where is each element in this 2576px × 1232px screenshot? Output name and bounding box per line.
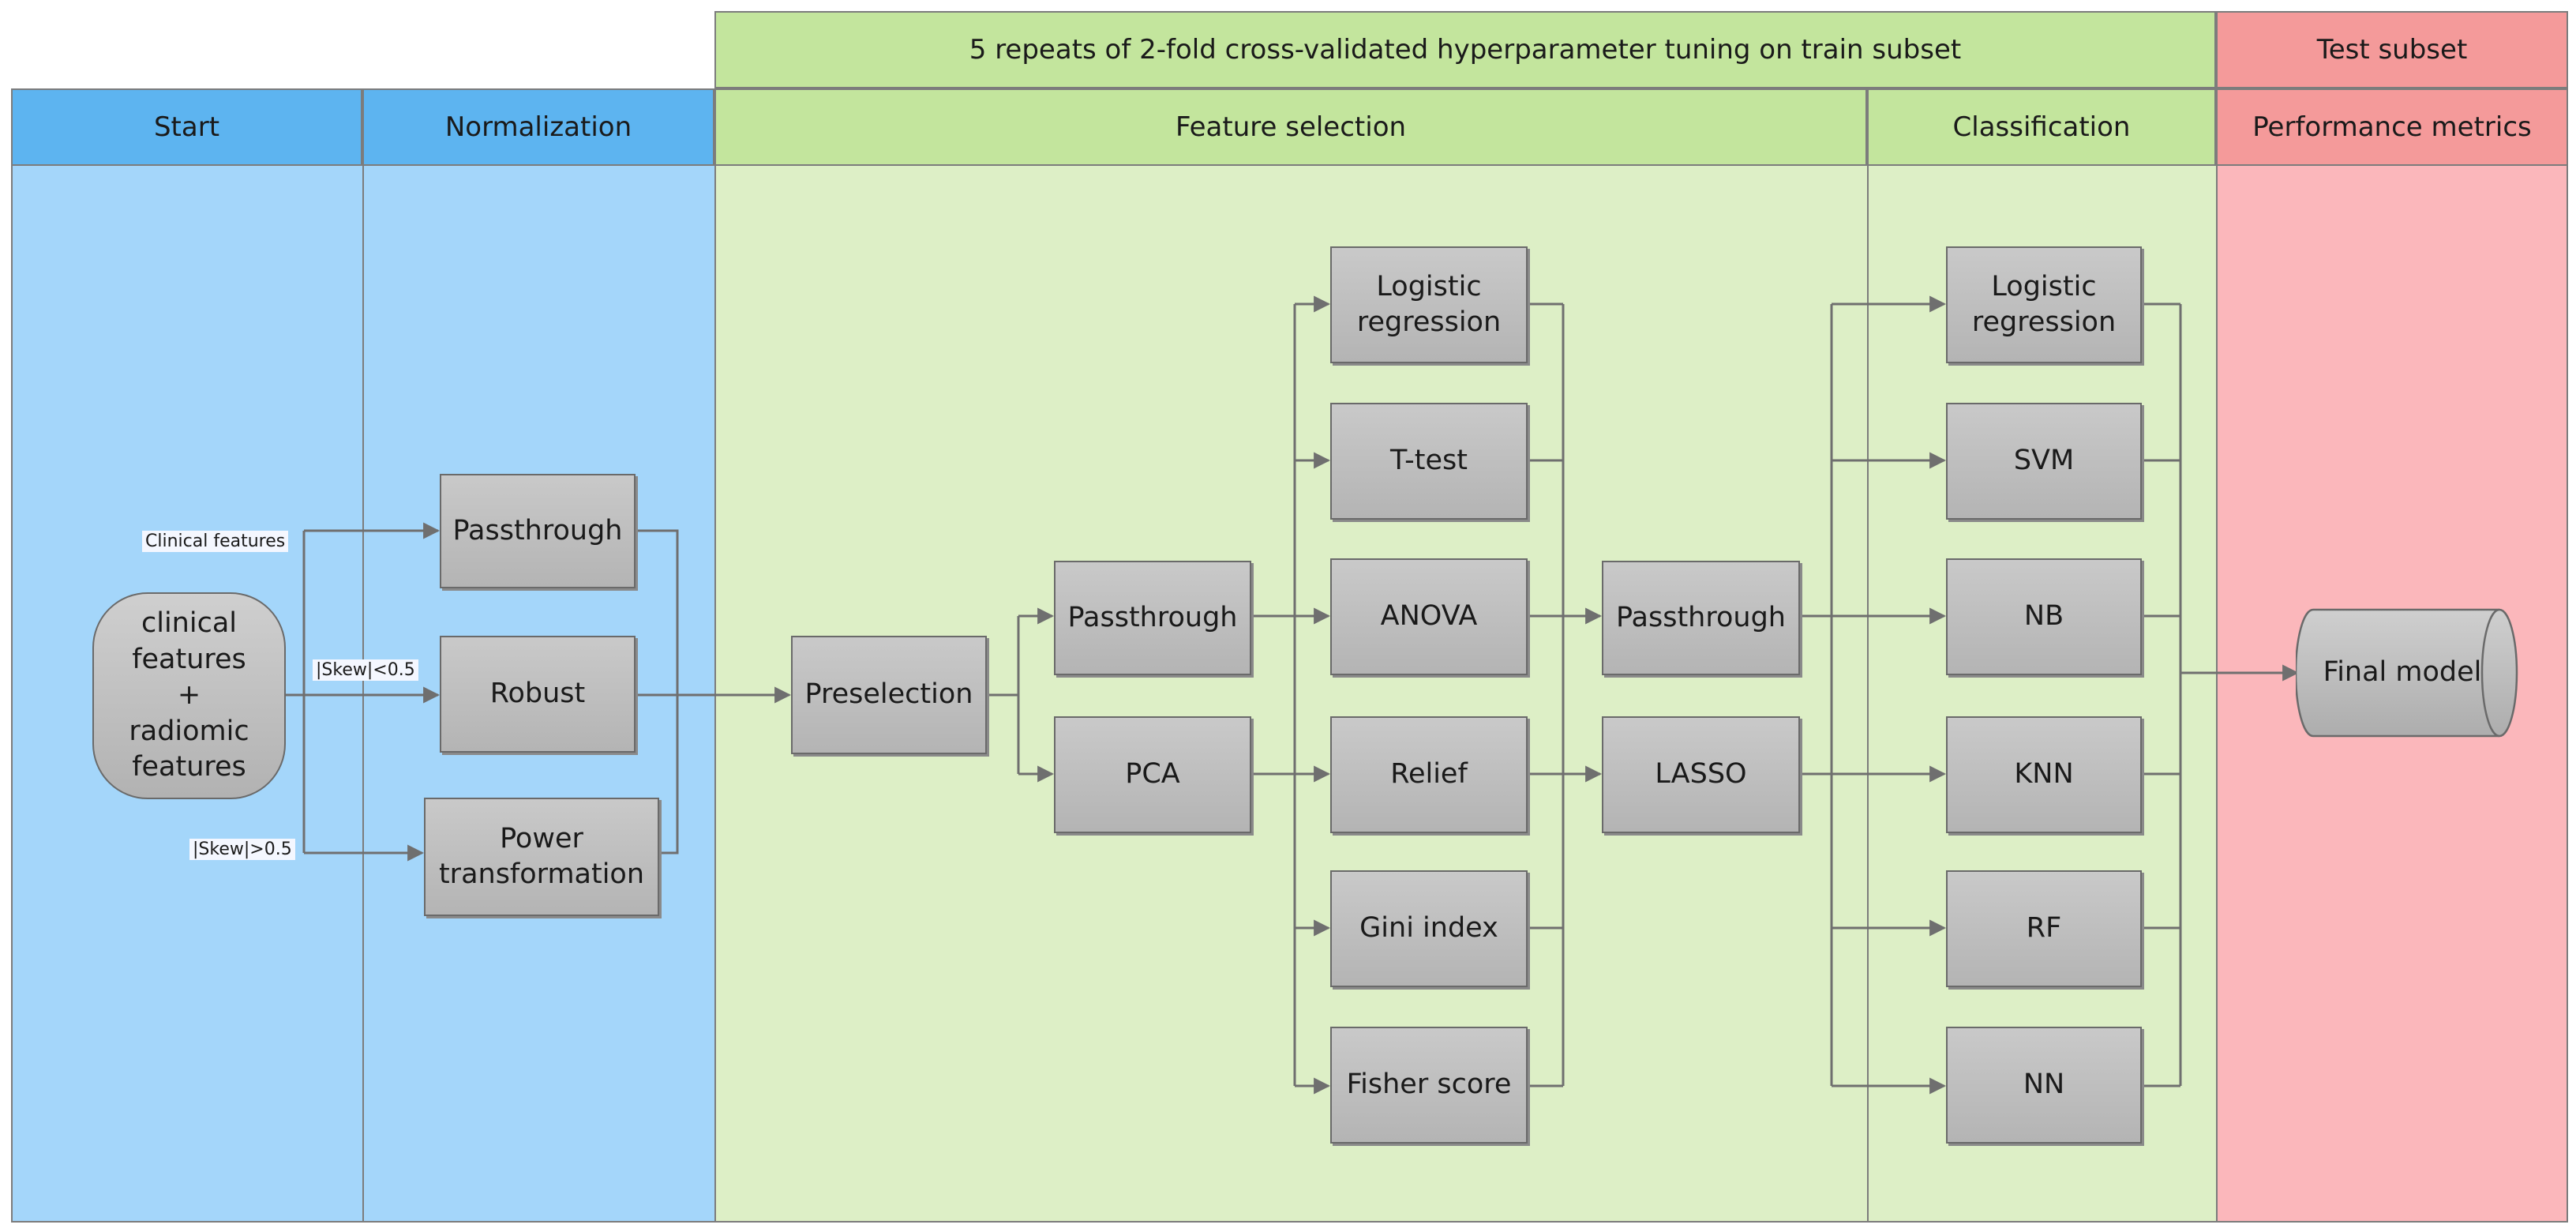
classifier-svm-box: SVM [1946,403,2142,520]
final-model-label: Final model [2323,656,2482,689]
lane-divider [1867,166,1869,1223]
embedded-passthrough-box: Passthrough [1602,561,1800,675]
preselection-box: Preselection [791,636,987,754]
norm-power-transformation-box: Power transformation [424,798,659,916]
edge-label-skew-low: |Skew|<0.5 [313,659,418,681]
lane-divider [2216,166,2218,1223]
performance-metrics-header: Performance metrics [2216,88,2568,166]
classifier-nn-box: NN [1946,1027,2142,1144]
edge-label-skew-high: |Skew|>0.5 [189,839,295,860]
classifier-knn-box: KNN [1946,716,2142,833]
classifier-nb-box: NB [1946,558,2142,675]
classifier-logistic-regression-box: Logistic regression [1946,246,2142,363]
selector-logistic-regression-box: Logistic regression [1330,246,1528,363]
selector-gini-index-box: Gini index [1330,870,1528,987]
tuning-header: 5 repeats of 2-fold cross-validated hype… [714,11,2216,88]
final-model-cylinder-icon [2296,608,2518,738]
feature-selection-header: Feature selection [714,88,1867,166]
classification-header: Classification [1867,88,2216,166]
reduction-passthrough-box: Passthrough [1054,561,1251,675]
normalization-header: Normalization [362,88,714,166]
embedded-lasso-box: LASSO [1602,716,1800,833]
test-subset-header: Test subset [2216,11,2568,88]
selector-relief-box: Relief [1330,716,1528,833]
norm-passthrough-box: Passthrough [440,474,636,588]
norm-robust-box: Robust [440,636,636,753]
selector-t-test-box: T-test [1330,403,1528,520]
selector-fisher-score-box: Fisher score [1330,1027,1528,1144]
start-node-input-features: clinical features + radiomic features [92,592,286,799]
classifier-rf-box: RF [1946,870,2142,987]
selector-anova-box: ANOVA [1330,558,1528,675]
start-header: Start [11,88,362,166]
reduction-pca-box: PCA [1054,716,1251,833]
edge-label-clinical-features: Clinical features [142,531,289,552]
